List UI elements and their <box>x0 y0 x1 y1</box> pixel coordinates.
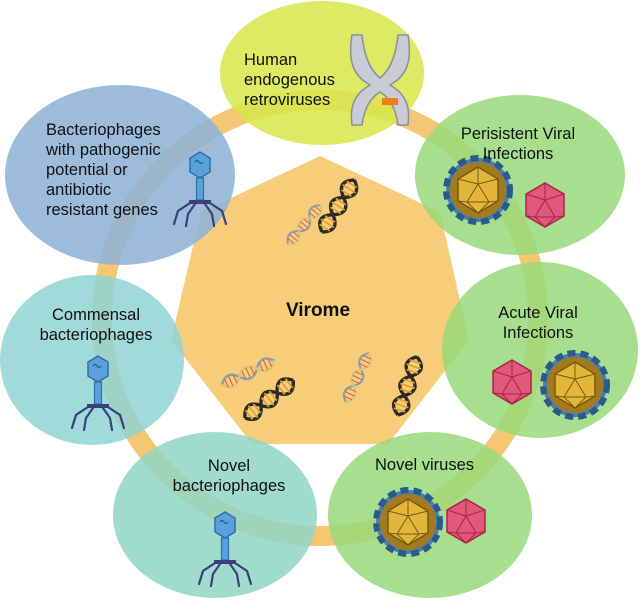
label-line: Human <box>244 51 298 69</box>
label-line: Infections <box>502 324 574 342</box>
node-acute-viral-infections <box>442 262 638 438</box>
virome-title: Virome <box>285 300 351 321</box>
label-line: bacteriophages <box>172 477 286 495</box>
label-persistent-viral-infections: Perisistent Viral Infections <box>448 124 588 164</box>
label-acute-viral-infections: Acute Viral Infections <box>480 303 596 343</box>
label-line: Commensal <box>51 306 141 324</box>
label-line: resistant genes <box>46 201 158 219</box>
label-novel-bacteriophages: Novel bacteriophages <box>167 456 291 496</box>
label-novel-viruses: Novel viruses <box>375 455 474 475</box>
node-human-endogenous-retroviruses <box>220 1 424 145</box>
chromosome-icon <box>349 34 411 126</box>
label-line: Novel <box>207 457 251 475</box>
virus-capsid-icon <box>376 490 440 554</box>
label-bacteriophages-pathogenic: Bacteriophages with pathogenic potential… <box>46 120 161 220</box>
label-line: antibiotic <box>46 181 112 199</box>
node-persistent-viral-infections <box>415 95 625 255</box>
virus-capsid-icon <box>543 353 607 417</box>
label-line: Perisistent Viral <box>460 125 576 143</box>
node-novel-bacteriophages <box>113 432 317 598</box>
label-commensal-bacteriophages: Commensal bacteriophages <box>22 305 170 345</box>
label-line: Novel viruses <box>375 456 475 474</box>
virome-center-shape <box>171 156 469 444</box>
label-line: Infections <box>482 145 554 163</box>
label-line: with pathogenic <box>46 141 161 159</box>
virus-capsid-icon <box>446 158 510 222</box>
label-line: endogenous <box>244 71 335 89</box>
label-line: potential or <box>46 161 128 179</box>
label-human-endogenous-retroviruses: Human endogenous retroviruses <box>244 50 335 110</box>
label-line: Bacteriophages <box>46 121 161 139</box>
label-line: retroviruses <box>244 91 331 109</box>
label-line: bacteriophages <box>39 326 153 344</box>
label-line: Acute Viral <box>498 304 578 322</box>
node-bacteriophages-pathogenic <box>5 85 235 265</box>
